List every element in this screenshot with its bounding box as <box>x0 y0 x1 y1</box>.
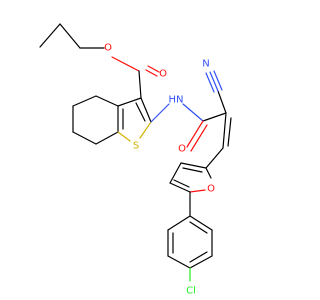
bond-ph-c3-c4 <box>167 255 191 269</box>
bond-o-carbonylc <box>111 56 140 72</box>
bond-nitrile-3 <box>213 70 223 91</box>
bond-c3a-c4 <box>95 95 119 107</box>
bond-s-c2 <box>139 121 152 139</box>
bond-c4-c5 <box>72 95 97 107</box>
molecule-diagram: O O S HN N O O Cl <box>39 23 232 297</box>
bond-amide-co-double-1 <box>186 120 204 148</box>
bond-c3-c3a <box>117 97 142 107</box>
bond-c7a-s <box>117 131 131 142</box>
atom-label-ester-carbonyl-oxygen: O <box>159 69 167 80</box>
bond-ethyl-ch3 <box>39 23 61 48</box>
bond-alpha-cn <box>217 90 227 114</box>
atom-label-chlorine: Cl <box>186 286 196 297</box>
bond-nitrile-2 <box>205 72 215 93</box>
structure-canvas: O O S HN N O O Cl <box>39 23 232 297</box>
bond-ester-co-double-1 <box>145 69 158 77</box>
atom-label-amide-oxygen: O <box>178 144 186 155</box>
atom-label-ester-ether-oxygen: O <box>104 43 112 54</box>
atom-label-thiophene-sulfur: S <box>133 141 139 152</box>
bond-furan-o-c5 <box>189 189 206 193</box>
bond-alpha-vinyl <box>222 112 227 149</box>
bond-amidec-alpha <box>202 112 227 122</box>
bond-vinyl-furan <box>205 147 224 169</box>
atom-label-furan-oxygen: O <box>207 184 215 195</box>
bond-amide-co-double-2 <box>190 124 208 152</box>
bond-ester-co-double-2 <box>147 65 160 73</box>
bond-ph-c6-c1 <box>189 215 213 231</box>
bond-ethyl-ch2 <box>59 23 81 49</box>
bond-c6-c7 <box>72 131 97 145</box>
bond-ester-c3 <box>138 70 142 99</box>
bond-nitrile-1 <box>209 71 219 92</box>
bond-alpha-vinyl-inner <box>227 117 232 147</box>
bond-c3-c2 <box>140 97 152 123</box>
bond-furan-c2-c3-inner <box>182 167 203 173</box>
bond-ph-c1-c2 <box>167 215 191 231</box>
bond-ph-c4-c5 <box>189 255 213 269</box>
bond-furan-c4-c5-inner <box>173 179 190 188</box>
bond-furan-c3-c4 <box>169 162 182 184</box>
bond-furan-c4-c5 <box>169 182 191 193</box>
bond-furan-c2-o <box>205 167 212 179</box>
bond-ph-c6-c1-inner <box>189 221 208 234</box>
bond-c7-c7a <box>95 131 119 145</box>
bond-c2-nh <box>150 103 170 123</box>
bond-c3-c2-inner <box>135 102 146 122</box>
bond-ph-c4-c5-inner <box>189 251 208 263</box>
bond-nh-amidec <box>182 103 204 122</box>
atom-label-nitrile-nitrogen: N <box>202 59 209 70</box>
bond-furan-c2-c3 <box>180 162 207 169</box>
atom-label-amide-nh: HN <box>169 95 184 106</box>
